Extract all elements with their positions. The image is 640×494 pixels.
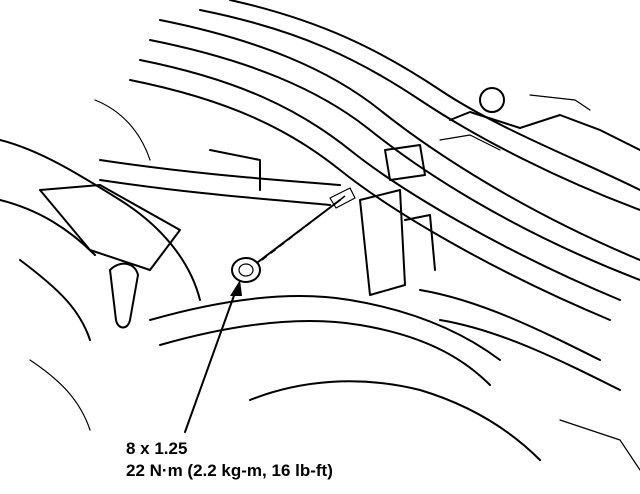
center-crossmember xyxy=(99,149,541,461)
torque-spec-label: 22 N·m (2.2 kg-m, 16 lb-ft) xyxy=(126,461,333,480)
lower-structure xyxy=(29,289,640,471)
upper-bracket xyxy=(439,87,640,151)
bolt-assembly xyxy=(231,187,356,283)
torque-callout: 8 x 1.25 22 N·m (2.2 kg-m, 16 lb-ft) xyxy=(126,438,333,482)
callout-leader xyxy=(184,280,242,433)
sensor-bracket xyxy=(359,144,436,296)
bolt-size-label: 8 x 1.25 xyxy=(126,439,188,458)
fluid-lines xyxy=(129,0,640,321)
left-frame xyxy=(0,99,201,341)
